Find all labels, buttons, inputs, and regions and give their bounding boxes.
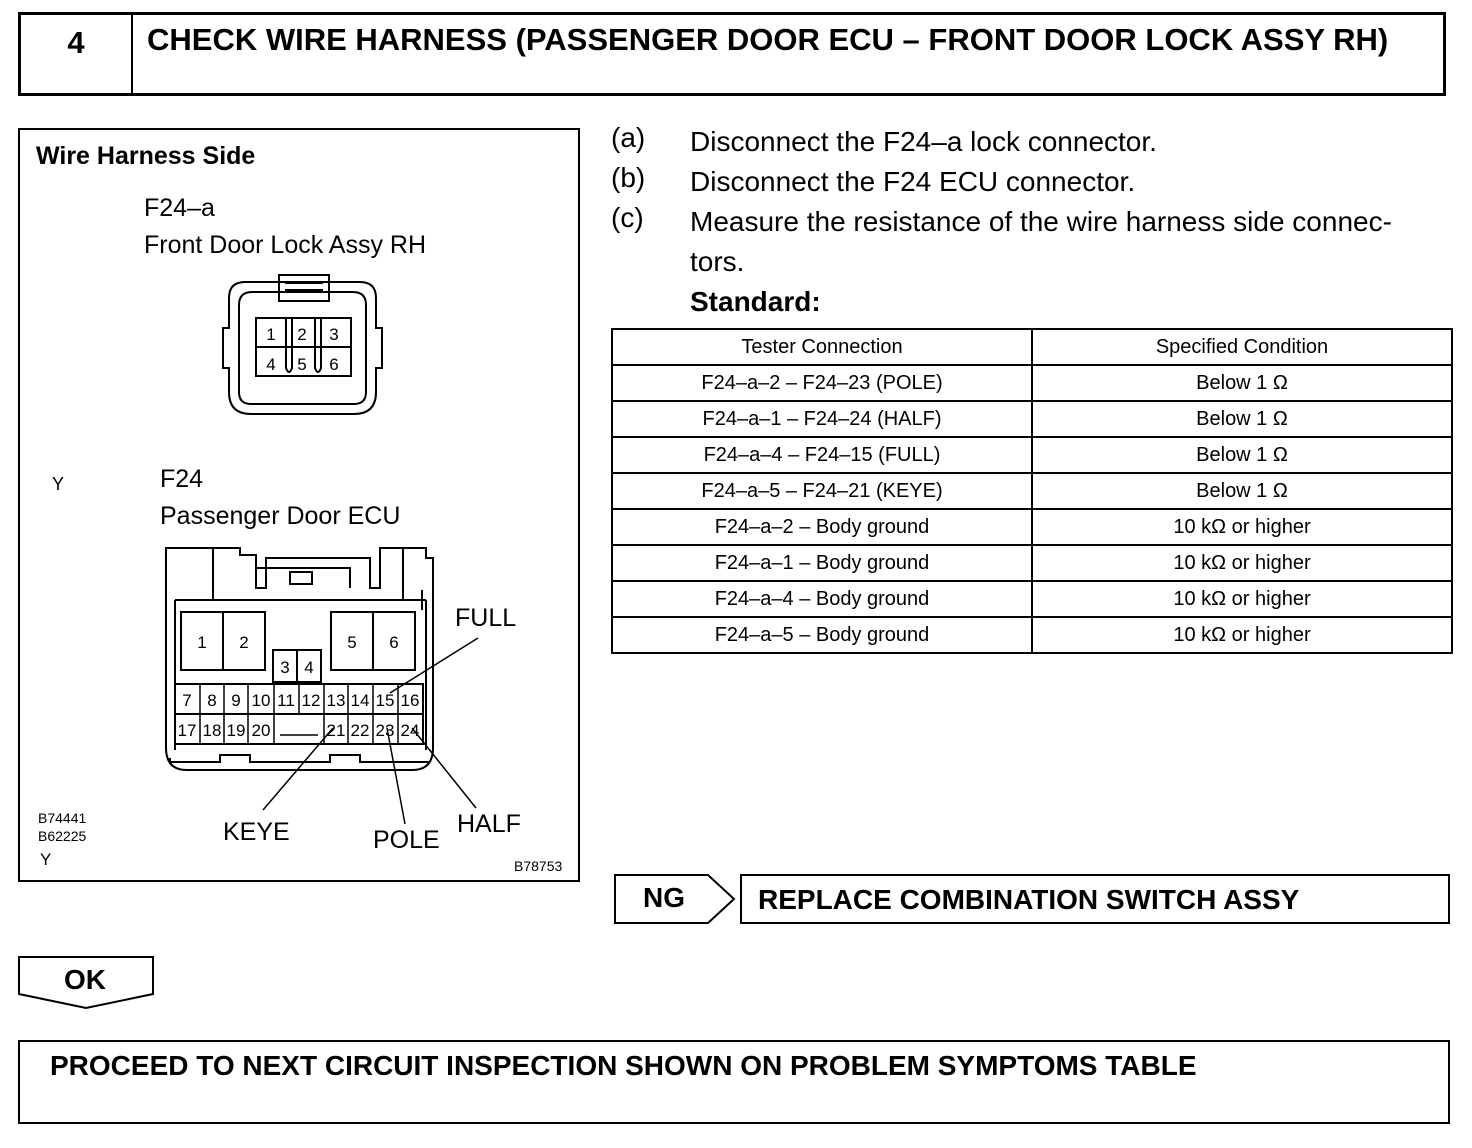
pin-b-22: 22 xyxy=(351,721,370,740)
tester-connection-cell: F24–a–5 – Body ground xyxy=(611,616,1033,654)
ng-arrow-shape xyxy=(614,874,736,924)
pin-a-5: 5 xyxy=(297,355,306,374)
pin-b-13: 13 xyxy=(327,691,346,710)
connector-drawing: 1 2 3 4 5 6 xyxy=(165,274,479,825)
specified-condition-cell: 10 kΩ or higher xyxy=(1031,544,1453,582)
pin-b-24: 24 xyxy=(401,721,420,740)
figure-id: B78753 xyxy=(514,858,563,874)
pin-b-10: 10 xyxy=(252,691,271,710)
tester-connection-cell: F24–a–1 – F24–24 (HALF) xyxy=(611,400,1033,438)
header-specified-condition: Specified Condition xyxy=(1031,328,1453,366)
callout-full: FULL xyxy=(455,604,517,632)
table-row: F24–a–4 – F24–15 (FULL)Below 1 Ω xyxy=(611,436,1453,474)
pin-b-7: 7 xyxy=(182,691,191,710)
pin-b-8: 8 xyxy=(207,691,216,710)
step-b-text: Disconnect the F24 ECU connector. xyxy=(690,166,1136,197)
pin-b-2: 2 xyxy=(239,633,248,652)
proceed-box: PROCEED TO NEXT CIRCUIT INSPECTION SHOWN… xyxy=(18,1040,1450,1124)
pin-a-1: 1 xyxy=(266,325,275,344)
ref-code-2: B62225 xyxy=(38,828,87,844)
step-title: CHECK WIRE HARNESS (PASSENGER DOOR ECU –… xyxy=(147,22,1389,57)
callout-pole: POLE xyxy=(373,826,440,854)
ng-label: NG xyxy=(643,882,685,913)
pin-b-14: 14 xyxy=(351,691,370,710)
connector-figure: Wire Harness Side F24–a Front Door Lock … xyxy=(18,128,580,882)
table-row: F24–a–5 – F24–21 (KEYE)Below 1 Ω xyxy=(611,472,1453,510)
tester-connection-cell: F24–a–1 – Body ground xyxy=(611,544,1033,582)
ref-y: Y xyxy=(40,850,52,869)
tester-connection-cell: F24–a–4 – F24–15 (FULL) xyxy=(611,436,1033,474)
pin-b-19: 19 xyxy=(227,721,246,740)
ok-arrow-box[interactable]: OK xyxy=(18,956,156,1010)
ref-code-1: B74441 xyxy=(38,810,87,826)
pin-b-23: 23 xyxy=(376,721,395,740)
step-a-text: Disconnect the F24–a lock connector. xyxy=(690,126,1157,157)
step-c-letter: (c) xyxy=(611,202,644,233)
connector-b-code: F24 xyxy=(160,465,204,493)
tester-connection-cell: F24–a–4 – Body ground xyxy=(611,580,1033,618)
connector-a-code: F24–a xyxy=(144,194,215,222)
pin-b-12: 12 xyxy=(302,691,321,710)
marker-y: Y xyxy=(52,474,65,494)
pin-b-18: 18 xyxy=(203,721,222,740)
step-b-letter: (b) xyxy=(611,162,646,193)
pin-b-9: 9 xyxy=(231,691,240,710)
standard-label: Standard: xyxy=(690,286,821,317)
pin-b-17: 17 xyxy=(178,721,197,740)
pin-a-2: 2 xyxy=(297,325,306,344)
step-c-text-line2: tors. xyxy=(690,246,745,277)
keye-leader xyxy=(262,727,334,811)
ok-label: OK xyxy=(64,964,106,995)
step-c-text-line1: Measure the resistance of the wire harne… xyxy=(690,206,1392,237)
pin-b-4: 4 xyxy=(304,658,313,677)
pin-b-1: 1 xyxy=(197,633,206,652)
ng-action-box: REPLACE COMBINATION SWITCH ASSY xyxy=(740,874,1450,924)
specified-condition-cell: 10 kΩ or higher xyxy=(1031,580,1453,618)
specified-condition-cell: 10 kΩ or higher xyxy=(1031,508,1453,546)
table-row: F24–a–1 – F24–24 (HALF)Below 1 Ω xyxy=(611,400,1453,438)
pin-b-20: 20 xyxy=(252,721,271,740)
specified-condition-cell: Below 1 Ω xyxy=(1031,364,1453,402)
callout-keye: KEYE xyxy=(223,818,290,846)
specified-condition-cell: 10 kΩ or higher xyxy=(1031,616,1453,654)
table-header-row: Tester Connection Specified Condition xyxy=(611,328,1453,366)
pin-a-6: 6 xyxy=(329,355,338,374)
pin-b-5: 5 xyxy=(347,633,356,652)
full-leader xyxy=(389,637,479,694)
connector-a-name: Front Door Lock Assy RH xyxy=(144,231,427,259)
table-row: F24–a–2 – F24–23 (POLE)Below 1 Ω xyxy=(611,364,1453,402)
connector-b-name: Passenger Door ECU xyxy=(160,502,401,530)
pin-a-3: 3 xyxy=(329,325,338,344)
pin-b-11: 11 xyxy=(277,691,295,710)
specified-condition-cell: Below 1 Ω xyxy=(1031,400,1453,438)
step-header: 4 CHECK WIRE HARNESS (PASSENGER DOOR ECU… xyxy=(18,12,1446,96)
pin-b-6: 6 xyxy=(389,633,398,652)
tester-connection-cell: F24–a–5 – F24–21 (KEYE) xyxy=(611,472,1033,510)
half-leader xyxy=(411,727,477,809)
pole-leader xyxy=(386,727,406,825)
connector-a-drawing xyxy=(222,274,383,415)
pin-b-21: 21 xyxy=(327,721,346,740)
header-tester-connection: Tester Connection xyxy=(611,328,1033,366)
pin-a-4: 4 xyxy=(266,355,275,374)
ok-arrow-shape xyxy=(18,956,154,1010)
tester-connection-cell: F24–a–2 – F24–23 (POLE) xyxy=(611,364,1033,402)
pin-b-15: 15 xyxy=(376,691,395,710)
ng-arrow-box[interactable]: NG xyxy=(614,874,736,924)
pin-b-16: 16 xyxy=(401,691,420,710)
specified-condition-cell: Below 1 Ω xyxy=(1031,436,1453,474)
step-number: 4 xyxy=(21,15,133,93)
callout-half: HALF xyxy=(457,810,521,838)
tester-connection-cell: F24–a–2 – Body ground xyxy=(611,508,1033,546)
spec-table: Tester Connection Specified Condition F2… xyxy=(611,328,1453,654)
wire-harness-side-label: Wire Harness Side xyxy=(36,142,256,170)
pin-b-3: 3 xyxy=(280,658,289,677)
specified-condition-cell: Below 1 Ω xyxy=(1031,472,1453,510)
step-a-letter: (a) xyxy=(611,122,646,153)
connector-b-drawing xyxy=(165,547,434,771)
